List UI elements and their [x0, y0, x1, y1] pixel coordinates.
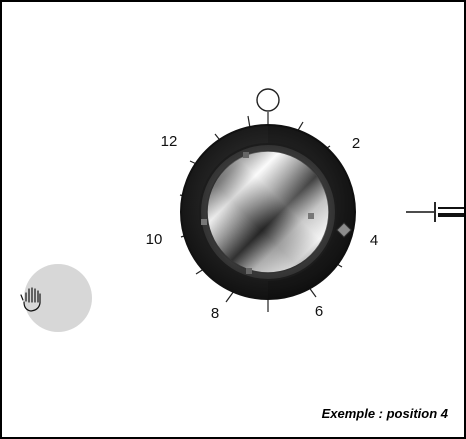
knob-notch	[243, 152, 249, 158]
knob-notch	[246, 268, 252, 274]
zero-position-circle-icon	[256, 88, 280, 112]
dial-labels: 12 2 4 6 8 10	[146, 133, 379, 322]
knob-notch	[308, 213, 314, 219]
dial-label-10: 10	[146, 231, 163, 248]
hand-icon-badge	[20, 264, 92, 332]
dial-label-6: 6	[315, 303, 323, 320]
tick-mark	[225, 290, 235, 303]
dial-knob-sheen	[207, 151, 329, 273]
knob-notch	[201, 219, 207, 225]
dial-label-4: 4	[370, 232, 378, 249]
selected-position-pointer	[336, 222, 352, 238]
hand-badge-disc	[24, 264, 92, 332]
hand-icon	[20, 287, 41, 312]
example-caption: Exemple : position 4	[321, 406, 448, 421]
dial-label-12: 12	[161, 133, 178, 150]
dial-label-8: 8	[211, 305, 219, 322]
power-symbol-icon	[406, 202, 464, 222]
dial-label-2: 2	[352, 135, 360, 152]
